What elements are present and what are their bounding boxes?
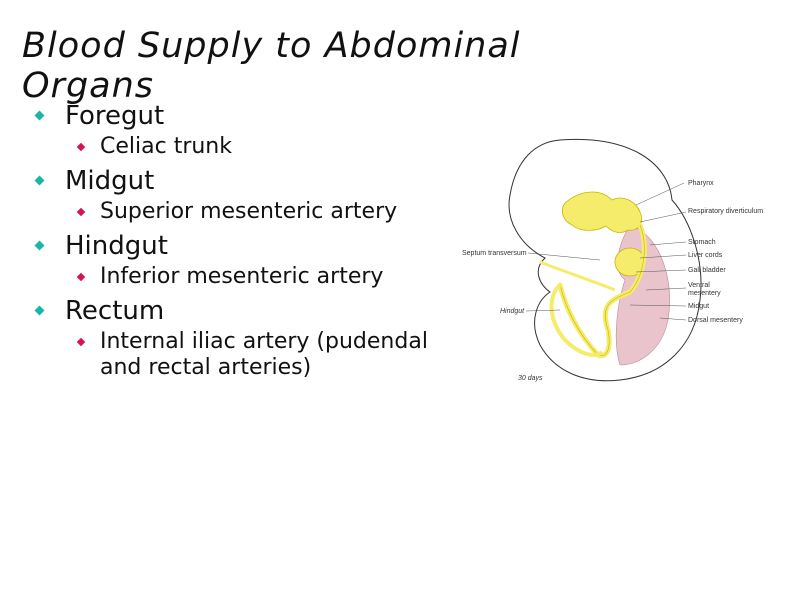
magenta-diamond-bullet-icon: [76, 207, 86, 217]
label-hindgut: Hindgut: [500, 308, 525, 315]
magenta-diamond-bullet-icon: [76, 142, 86, 152]
sub-bullet: Inferior mesenteric artery: [65, 264, 454, 290]
vitelline-duct: [539, 260, 616, 292]
gut-tube-outline: [559, 224, 645, 356]
bullet-label: Hindgut: [65, 231, 168, 261]
hindgut-loop: [549, 283, 604, 357]
sub-bullet-label: Inferior mesenteric artery: [100, 264, 384, 289]
label-mesentery: mesentery: [688, 290, 721, 297]
sub-bullet-label: Superior mesenteric artery: [100, 199, 398, 224]
sub-list: Inferior mesenteric artery: [65, 264, 454, 290]
teal-diamond-bullet-icon: [34, 240, 45, 251]
label-respiratory-diverticulum: Respiratory diverticulum: [688, 208, 763, 215]
teal-diamond-bullet-icon: [34, 305, 45, 316]
sub-bullet-label: Celiac trunk: [100, 134, 232, 159]
sub-bullet: Celiac trunk: [65, 134, 454, 160]
leader-lines: [525, 182, 687, 321]
pharynx-shape: [561, 191, 643, 233]
label-stomach: Stomach: [688, 239, 716, 246]
label-ventral: Ventral: [688, 282, 710, 289]
bullet-label: Rectum: [65, 296, 165, 326]
bullet-rectum: Rectum Internal iliac artery (pudendal a…: [34, 295, 454, 381]
teal-diamond-bullet-icon: [34, 175, 45, 186]
sub-list: Internal iliac artery (pudendal and rect…: [65, 329, 454, 381]
sub-list: Celiac trunk: [65, 134, 454, 160]
sub-bullet: Superior mesenteric artery: [65, 199, 454, 225]
bullet-label: Foregut: [65, 101, 165, 131]
embryo-gut-diagram: Pharynx Respiratory diverticulum Stomach…: [462, 138, 763, 382]
label-dorsal-mesentery: Dorsal mesentery: [688, 317, 743, 324]
label-30-days: 30 days: [518, 375, 543, 382]
magenta-diamond-bullet-icon: [76, 272, 86, 282]
embryo-outline: [508, 138, 702, 382]
bullet-list: Foregut Celiac trunk Midgut Superior mes…: [34, 100, 454, 386]
bullet-hindgut: Hindgut Inferior mesenteric artery: [34, 230, 454, 290]
label-midgut: Midgut: [688, 303, 709, 310]
sub-list: Superior mesenteric artery: [65, 199, 454, 225]
slide-title: Blood Supply to Abdominal Organs: [22, 26, 521, 106]
label-liver-cords: Liver cords: [688, 252, 723, 259]
bullet-label: Midgut: [65, 166, 155, 196]
label-gall-bladder: Gall bladder: [688, 267, 726, 274]
magenta-diamond-bullet-icon: [76, 337, 86, 347]
sub-bullet-label: Internal iliac artery (pudendal and rect…: [100, 329, 428, 380]
teal-diamond-bullet-icon: [34, 110, 45, 121]
label-septum-transversum: Septum transversum: [462, 250, 527, 257]
label-pharynx: Pharynx: [688, 180, 714, 187]
bullet-foregut: Foregut Celiac trunk: [34, 100, 454, 160]
sub-bullet: Internal iliac artery (pudendal and rect…: [65, 329, 454, 381]
bullet-midgut: Midgut Superior mesenteric artery: [34, 165, 454, 225]
